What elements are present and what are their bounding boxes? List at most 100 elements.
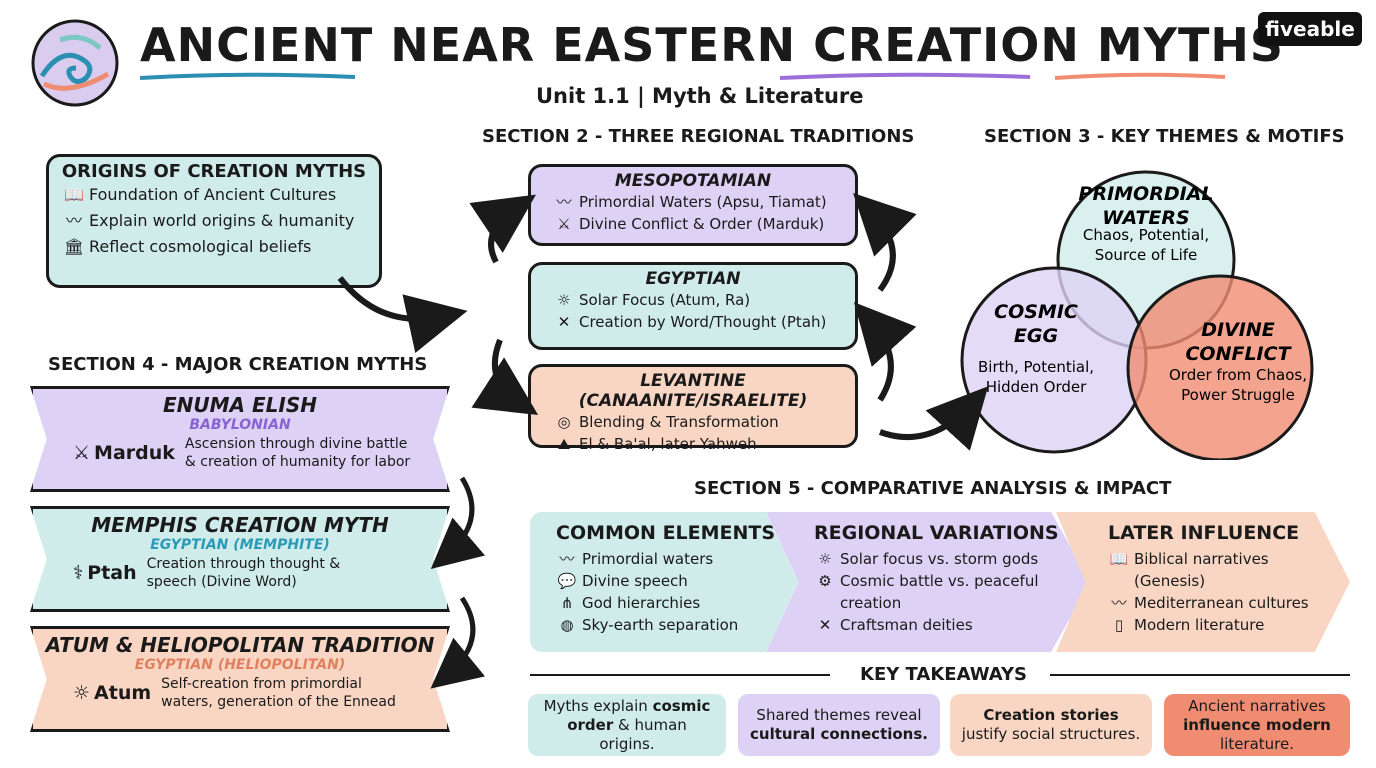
list-item: 📖Biblical narratives	[1108, 548, 1350, 570]
bullet-icon: ⚙	[818, 572, 832, 590]
list-item: creation	[814, 592, 1090, 614]
list-item: 〰Primordial waters	[556, 548, 798, 570]
section5-heading: SECTION 5 - COMPARATIVE ANALYSIS & IMPAC…	[694, 478, 1172, 499]
wave-swirl-icon	[31, 19, 119, 107]
deity-name: Ptah	[87, 562, 137, 584]
list-item-text: Divine Conflict & Order (Marduk)	[579, 215, 825, 233]
desc-line: speech (Divine Word)	[146, 574, 297, 590]
list-item-text: Blending & Transformation	[579, 413, 779, 431]
myth-description: Self-creation from primordial waters, gen…	[161, 675, 396, 711]
list-item-text: Divine speech	[582, 572, 688, 590]
desc-line: Creation through thought &	[146, 556, 341, 572]
panel-common-elements: COMMON ELEMENTS 〰Primordial waters💬Divine…	[530, 512, 798, 652]
list-item: ☼ Solar focus vs. storm gods	[814, 548, 1090, 570]
myth-title: ATUM & HELIOPOLITAN TRADITION	[45, 633, 435, 657]
takeaways-divider	[530, 674, 1350, 676]
bullet-icon: 〰	[65, 211, 82, 230]
list-item: 🏛Reflect cosmological beliefs	[49, 234, 379, 260]
theme-title: DIVINE	[1201, 319, 1275, 341]
theme-description: Order from Chaos,	[1169, 366, 1307, 384]
bullet-icon: 🏛	[63, 237, 85, 256]
list-item: ⚙ Cosmic battle vs. peaceful	[814, 570, 1090, 592]
takeaway-text: Ancient narratives influence modern lite…	[1174, 697, 1340, 754]
takeaway-1: Myths explain cosmic order & human origi…	[528, 694, 726, 756]
list-item: ⛰El & Ba'al, later Yahweh	[531, 433, 855, 455]
list-item-text: Modern literature	[1134, 616, 1265, 634]
list-item: 📖Foundation of Ancient Cultures	[49, 182, 379, 208]
origins-card: ORIGINS OF CREATION MYTHS 📖Foundation of…	[46, 154, 382, 288]
panel-regional-variations: REGIONAL VARIATIONS☼Solar focus vs. stor…	[766, 512, 1090, 652]
tradition-title: MESOPOTAMIAN	[614, 171, 772, 191]
myth-subtitle: BABYLONIAN	[189, 417, 291, 433]
takeaway-post: & human origins.	[599, 715, 687, 753]
list-item: ☼Solar Focus (Atum, Ra)	[531, 289, 855, 311]
bullet-icon: ✕	[557, 313, 571, 331]
page-title: ANCIENT NEAR EASTERN CREATION MYTHS	[140, 18, 1284, 72]
theme-description: Chaos, Potential,	[1083, 226, 1209, 244]
deity-name: Marduk	[94, 442, 175, 464]
list-item: 💬Divine speech	[556, 570, 798, 592]
bullet-icon: 〰	[1111, 594, 1127, 612]
takeaway-post: justify social structures.	[961, 725, 1141, 743]
list-item-text: Solar focus vs. storm gods	[840, 550, 1039, 568]
theme-description: Birth, Potential,	[978, 358, 1094, 376]
theme-title: PRIMORDIAL	[1079, 183, 1214, 205]
tradition-title: LEVANTINE (CANAANITE/ISRAELITE)	[578, 371, 808, 411]
page-subtitle: Unit 1.1 | Myth & Literature	[536, 84, 864, 108]
list-item: (Genesis)	[1108, 570, 1350, 592]
takeaway-emphasis: Creation stories	[983, 706, 1119, 724]
deity-name: Atum	[94, 682, 152, 704]
myth-subtitle: EGYPTIAN (HELIOPOLITAN)	[134, 657, 346, 673]
list-item-text: Cosmic battle vs. peaceful	[840, 572, 1039, 590]
bullet-icon: ⋔	[560, 594, 574, 612]
takeaway-emphasis: cultural connections.	[750, 725, 928, 743]
bullet-icon: 〰	[559, 550, 575, 568]
list-item: ▯Modern literature	[1108, 614, 1350, 636]
panel-title: LATER INFLUENCE	[1108, 522, 1300, 544]
title-underline	[140, 72, 1226, 80]
list-item: ✕Craftsman deities	[814, 614, 1090, 636]
tradition-title: EGYPTIAN	[645, 269, 741, 289]
myth-title: ENUMA ELISH	[163, 393, 317, 417]
brand-logo[interactable]: fiveable	[1258, 12, 1362, 46]
list-item: 〰Primordial Waters (Apsu, Tiamat)	[531, 191, 855, 213]
takeaway-4: Ancient narratives influence modern lite…	[1164, 694, 1350, 756]
bullet-icon: ◎	[557, 413, 571, 431]
list-item-text: Primordial Waters (Apsu, Tiamat)	[579, 193, 827, 211]
desc-line: waters, generation of the Ennead	[161, 694, 396, 710]
theme-title: CONFLICT	[1185, 343, 1292, 365]
myth-description: Creation through thought & speech (Divine…	[147, 555, 341, 591]
list-item-text: Craftsman deities	[840, 616, 973, 634]
list-item-text: El & Ba'al, later Yahweh	[579, 435, 757, 453]
bullet-icon: 📖	[64, 185, 84, 204]
origins-title: ORIGINS OF CREATION MYTHS	[61, 161, 367, 182]
deity-icon: ⚕	[73, 562, 84, 584]
bullet-icon: 📖	[1109, 550, 1129, 568]
theme-circle	[1126, 274, 1314, 460]
takeaway-text: Myths explain cosmic order & human origi…	[538, 697, 716, 754]
tradition-card-egyptian: EGYPTIAN☼Solar Focus (Atum, Ra) ✕ Creation…	[528, 262, 858, 350]
list-item: 〰Explain world origins & humanity	[49, 208, 379, 234]
section4-heading: SECTION 4 - MAJOR CREATION MYTHS	[48, 354, 428, 375]
myth-title: MEMPHIS CREATION MYTH	[91, 513, 389, 537]
theme-description: Power Struggle	[1181, 386, 1295, 404]
desc-line: Self-creation from primordial	[161, 676, 362, 692]
takeaway-2: Shared themes reveal cultural connection…	[738, 694, 940, 756]
takeaway-emphasis: influence modern	[1183, 715, 1331, 734]
list-item-text: Sky-earth separation	[582, 616, 739, 634]
takeaway-pre: Ancient narratives	[1188, 696, 1326, 715]
myth-description: Ascension through divine battle& creatio…	[185, 435, 410, 471]
section2-heading: SECTION 2 - THREE REGIONAL TRADITIONS	[482, 126, 915, 147]
list-item-text: Reflect cosmological beliefs	[89, 237, 312, 256]
theme-description: Source of Life	[1095, 246, 1198, 264]
panel-title: COMMON ELEMENTS	[556, 522, 776, 544]
bullet-icon: ☼	[818, 550, 832, 568]
takeaway-text: Creation stories justify social structur…	[960, 706, 1142, 744]
takeaways-heading: KEY TAKEAWAYS	[860, 664, 1027, 685]
desc-line: & creation of humanity for labor	[184, 454, 411, 470]
list-item: ◍Sky-earth separation	[556, 614, 798, 636]
theme-title: EGG	[1014, 325, 1058, 347]
list-item-text: Creation by Word/Thought (Ptah)	[579, 313, 827, 331]
